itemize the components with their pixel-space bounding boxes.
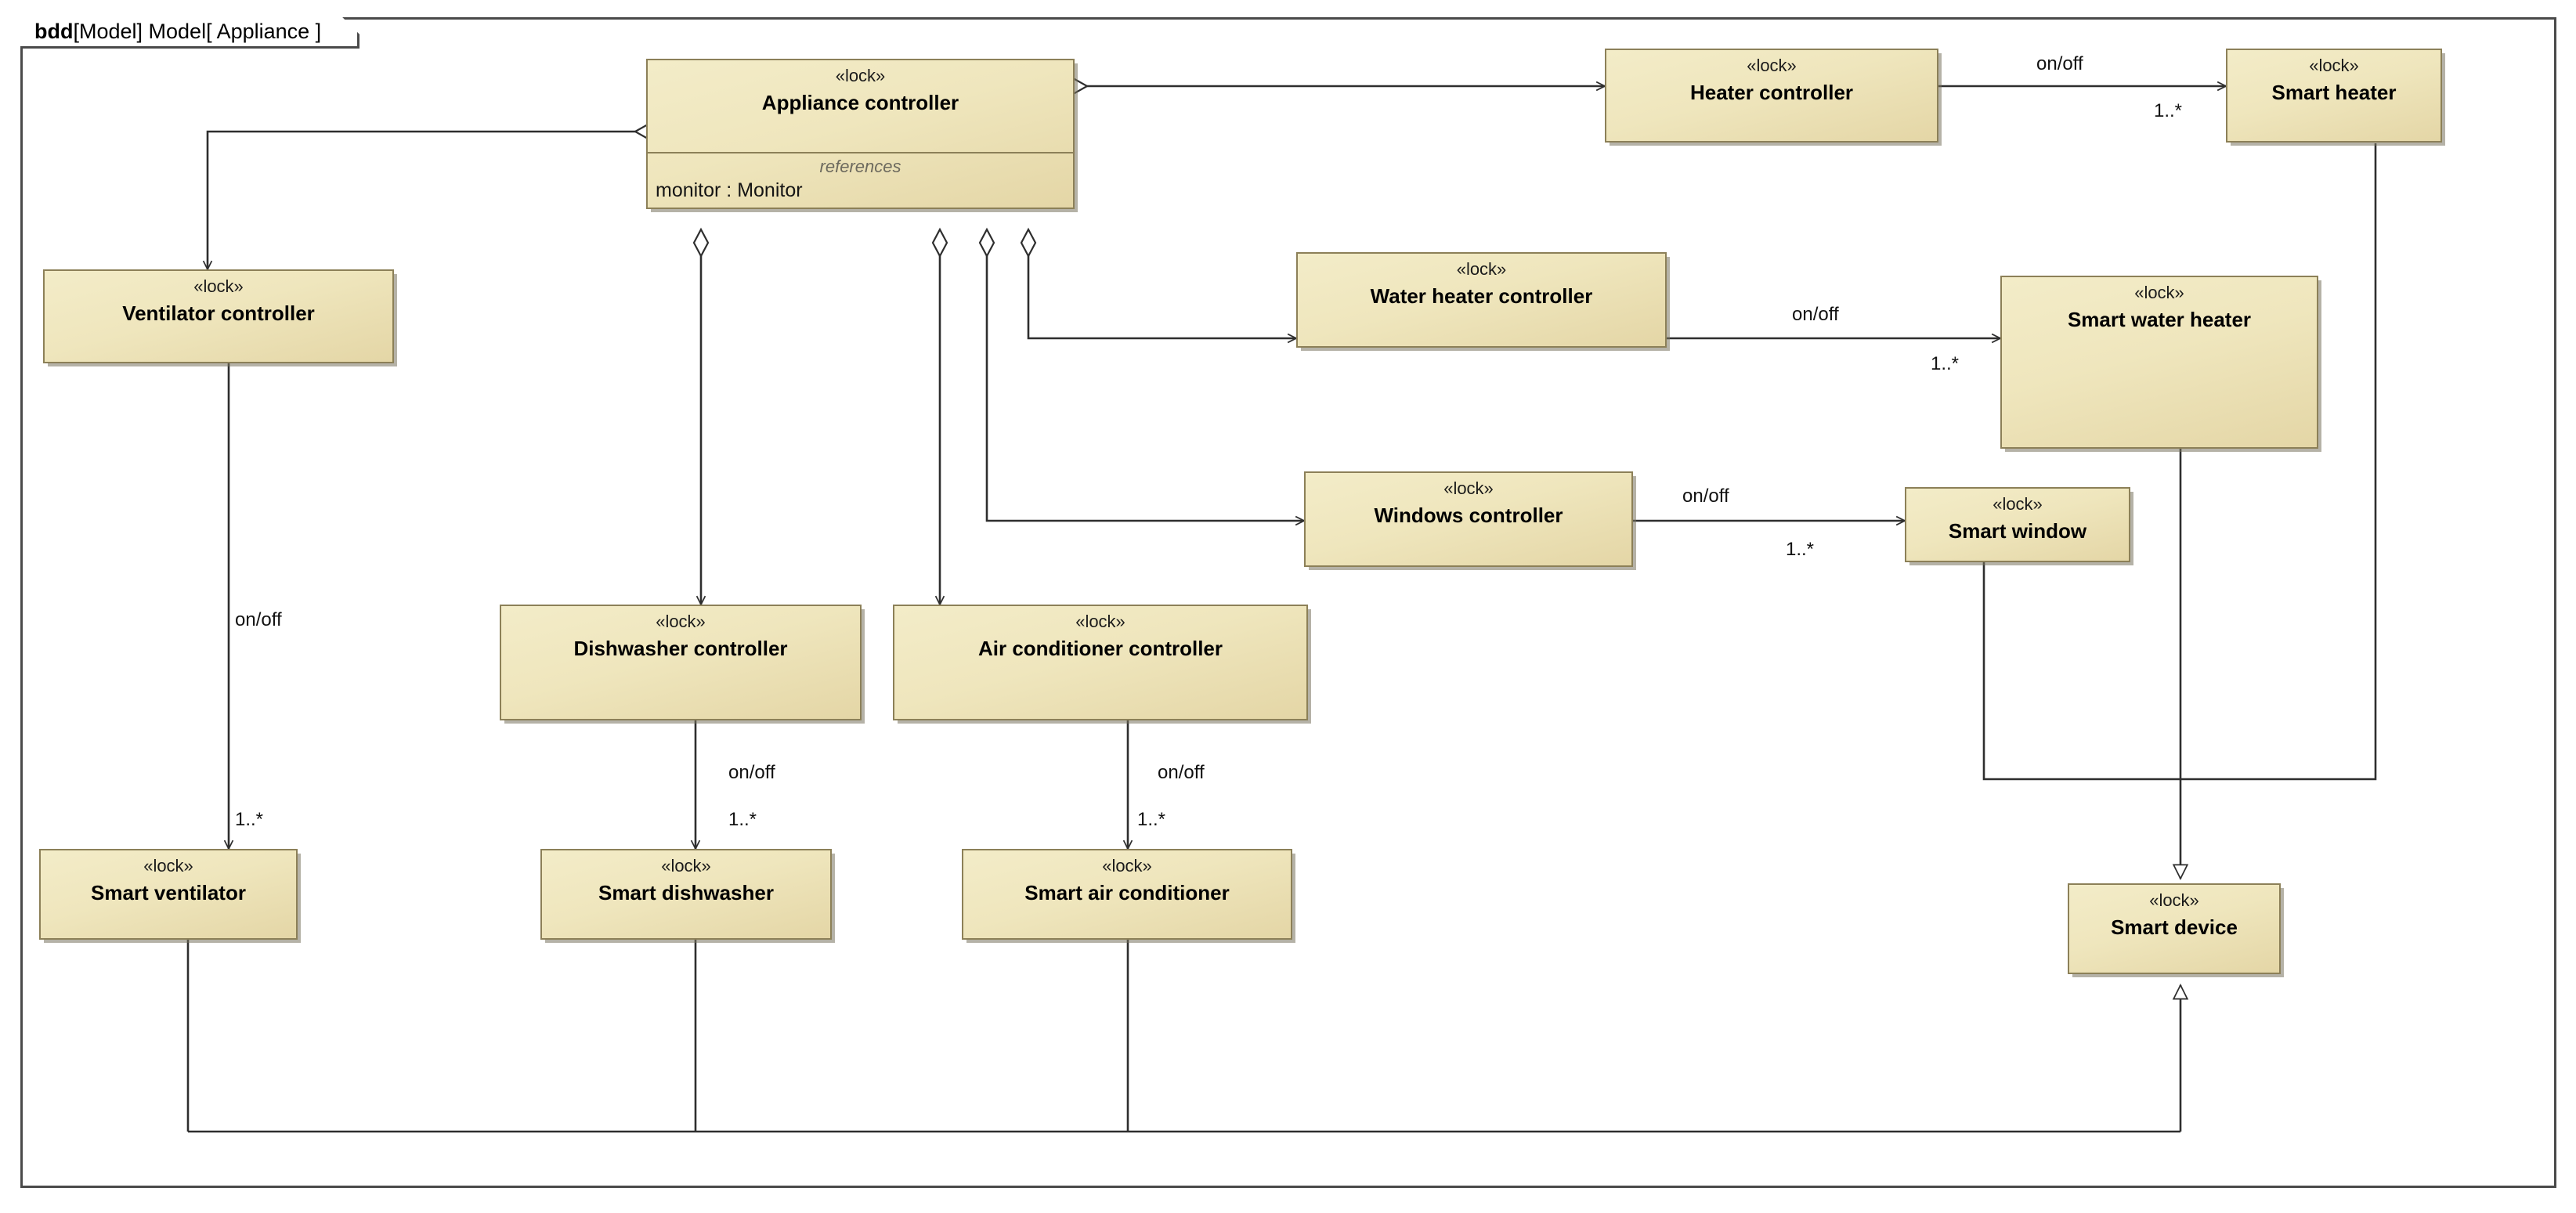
block-smart-air-conditioner[interactable]: «lock» Smart air conditioner [962, 849, 1292, 940]
block-appliance-controller[interactable]: «lock» Appliance controller references m… [646, 59, 1075, 209]
stereotype-label: «lock» [1102, 856, 1152, 875]
stereotype-label: «lock» [835, 66, 886, 85]
diagram-frame [20, 17, 2556, 1188]
edge-label-window-onoff: on/off [1682, 486, 1729, 507]
multiplicity-smart-dishwasher: 1..* [728, 809, 757, 830]
block-water-heater-controller[interactable]: «lock» Water heater controller [1296, 252, 1667, 348]
block-name: Smart heater [2271, 81, 2397, 104]
stereotype-label: «lock» [193, 276, 244, 296]
block-smart-device[interactable]: «lock» Smart device [2068, 883, 2281, 974]
stereotype-label: «lock» [1993, 494, 2043, 514]
stereotype-label: «lock» [661, 856, 711, 875]
block-name: Dishwasher controller [573, 637, 788, 660]
edge-label-ventilator-onoff: on/off [235, 609, 282, 630]
stereotype-label: «lock» [1075, 612, 1125, 631]
block-name: Heater controller [1689, 81, 1854, 104]
block-name: Smart device [2111, 915, 2238, 939]
block-name: Ventilator controller [122, 301, 315, 325]
block-smart-dishwasher[interactable]: «lock» Smart dishwasher [540, 849, 832, 940]
edge-label-airconditioner-onoff: on/off [1158, 762, 1205, 783]
stereotype-label: «lock» [1456, 259, 1507, 279]
block-smart-heater[interactable]: «lock» Smart heater [2226, 49, 2442, 143]
stereotype-label: «lock» [2309, 56, 2359, 75]
edge-label-dishwasher-onoff: on/off [728, 762, 775, 783]
stereotype-label: «lock» [1747, 56, 1797, 75]
multiplicity-smart-ventilator: 1..* [235, 809, 264, 830]
multiplicity-smart-window: 1..* [1786, 539, 1815, 560]
frame-label-kind: bdd [34, 20, 74, 43]
block-heater-controller[interactable]: «lock» Heater controller [1605, 49, 1938, 143]
stereotype-label: «lock» [2149, 890, 2199, 910]
stereotype-label: «lock» [656, 612, 706, 631]
stereotype-label: «lock» [143, 856, 193, 875]
block-name: Smart ventilator [91, 881, 246, 904]
block-air-conditioner-controller[interactable]: «lock» Air conditioner controller [893, 605, 1308, 720]
block-dishwasher-controller[interactable]: «lock» Dishwasher controller [500, 605, 862, 720]
edge-label-heater-onoff: on/off [2036, 53, 2083, 74]
block-smart-window[interactable]: «lock» Smart window [1905, 487, 2130, 562]
block-name: Smart window [1948, 519, 2087, 543]
block-name: Water heater controller [1370, 284, 1593, 308]
diagram-frame-label: bdd [Model] Model[ Appliance ] [20, 17, 359, 49]
block-name: Windows controller [1374, 504, 1563, 527]
multiplicity-smart-water-heater: 1..* [1931, 353, 1960, 374]
block-ventilator-controller[interactable]: «lock» Ventilator controller [43, 269, 394, 363]
block-appliance-controller-references-compartment: references monitor : Monitor [648, 153, 1073, 200]
block-smart-ventilator[interactable]: «lock» Smart ventilator [39, 849, 298, 940]
references-compartment-title: references [819, 157, 901, 176]
frame-label-scope: [Model] Model[ Appliance ] [73, 20, 322, 43]
block-smart-water-heater[interactable]: «lock» Smart water heater [2000, 276, 2318, 449]
block-name: Smart air conditioner [1024, 881, 1230, 904]
stereotype-label: «lock» [1443, 478, 1494, 498]
multiplicity-smart-heater: 1..* [2154, 100, 2183, 121]
multiplicity-smart-air-conditioner: 1..* [1137, 809, 1166, 830]
block-name: Appliance controller [761, 91, 959, 114]
edge-label-waterheater-onoff: on/off [1792, 304, 1839, 325]
reference-property-monitor: monitor : Monitor [656, 179, 803, 201]
block-name: Air conditioner controller [977, 637, 1223, 660]
stereotype-label: «lock» [2134, 283, 2184, 302]
block-name: Smart dishwasher [598, 881, 774, 904]
block-appliance-controller-header: «lock» Appliance controller [648, 60, 1073, 153]
block-windows-controller[interactable]: «lock» Windows controller [1304, 471, 1633, 567]
block-name: Smart water heater [2067, 308, 2252, 331]
